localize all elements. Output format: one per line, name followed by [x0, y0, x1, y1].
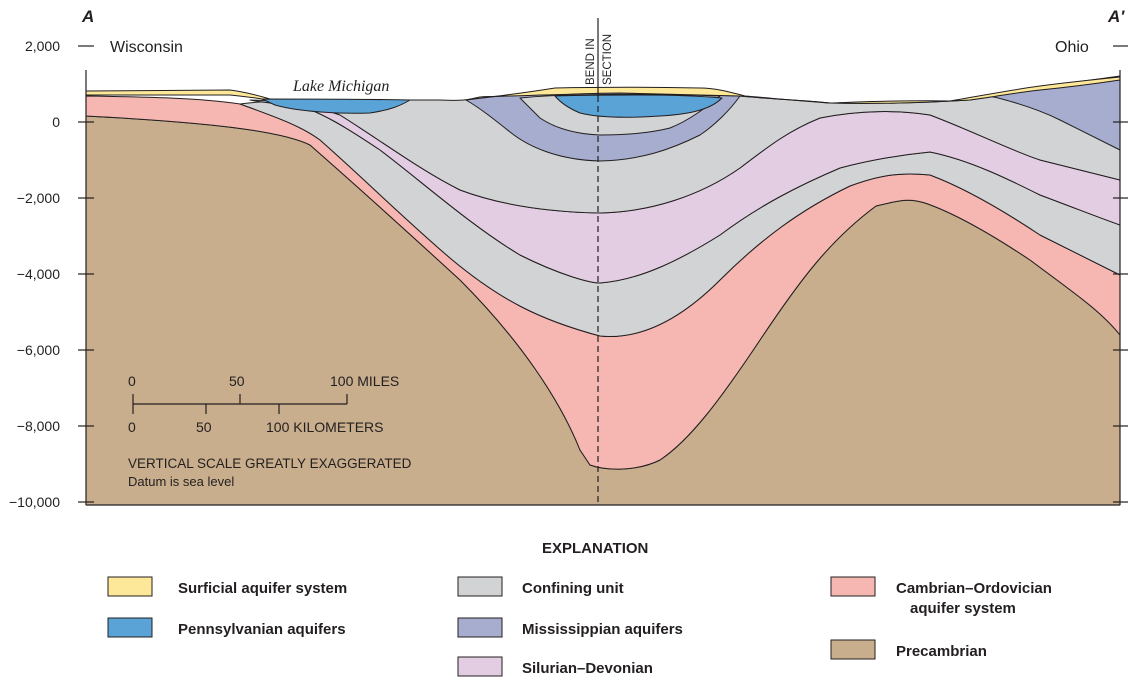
- section-start-label: A: [81, 7, 94, 26]
- legend-swatch-cambrian-ordovician: [830, 576, 876, 597]
- scale-km-label-50: 50: [196, 419, 212, 435]
- legend-label-precambrian: Precambrian: [896, 643, 987, 660]
- legend-label-silurian-devonian: Silurian–Devonian: [522, 660, 653, 677]
- y-tick-label: −6,000: [17, 342, 60, 358]
- legend-label-surficial: Surficial aquifer system: [178, 580, 347, 597]
- place-wisconsin: Wisconsin: [110, 39, 183, 56]
- legend-swatch-surficial: [107, 576, 153, 597]
- section-end-label: A': [1107, 7, 1125, 26]
- y-tick-label: −4,000: [17, 266, 60, 282]
- layer-pennsylvanian-center: [554, 94, 723, 118]
- legend-label-pennsylvanian: Pennsylvanian aquifers: [178, 621, 346, 638]
- legend-label-confining: Confining unit: [522, 580, 624, 597]
- scale-bar: 0 50 100 MILES 0 50 100 KILOMETERS VERTI…: [128, 373, 412, 489]
- y-tick-label: −8,000: [17, 418, 60, 434]
- scale-km-label-0: 0: [128, 419, 136, 435]
- scale-miles-label-100: 100 MILES: [330, 373, 399, 389]
- legend: EXPLANATION Surficial aquifer system Pen…: [107, 540, 1052, 677]
- legend-title: EXPLANATION: [542, 540, 648, 557]
- scale-km-label-100: 100 KILOMETERS: [266, 419, 384, 435]
- datum-note: Datum is sea level: [128, 474, 234, 489]
- scale-miles-label-50: 50: [229, 373, 245, 389]
- y-tick-label: −2,000: [17, 190, 60, 206]
- axis-frame: [85, 70, 1121, 506]
- y-axis-labels: 2,000 0 −2,000 −4,000 −6,000 −8,000 −10,…: [9, 38, 60, 510]
- legend-label-cambrian-ordovician-line2: aquifer system: [910, 600, 1016, 617]
- legend-swatch-silurian-devonian: [457, 656, 503, 677]
- y-tick-label: 0: [52, 114, 60, 130]
- place-ohio: Ohio: [1055, 39, 1089, 56]
- legend-label-mississippian: Mississippian aquifers: [522, 621, 683, 638]
- bend-label-line2: SECTION: [602, 34, 614, 85]
- legend-swatch-confining: [457, 576, 503, 597]
- y-axis-ticks: [78, 45, 1128, 503]
- legend-swatch-mississippian: [457, 617, 503, 638]
- scale-miles-label-0: 0: [128, 373, 136, 389]
- legend-label-cambrian-ordovician: Cambrian–Ordovician: [896, 580, 1052, 597]
- vertical-scale-note: VERTICAL SCALE GREATLY EXAGGERATED: [128, 456, 412, 471]
- bend-in-section: BEND IN SECTION: [585, 18, 614, 505]
- legend-swatch-precambrian: [830, 639, 876, 660]
- lake-michigan: [261, 98, 411, 114]
- lake-michigan-label: Lake Michigan: [292, 78, 389, 95]
- y-tick-label: −10,000: [9, 494, 60, 510]
- geologic-cross-section: [85, 75, 1121, 506]
- legend-swatch-pennsylvanian: [107, 617, 153, 638]
- y-tick-label: 2,000: [25, 38, 60, 54]
- bend-label-line1: BEND IN: [585, 38, 597, 85]
